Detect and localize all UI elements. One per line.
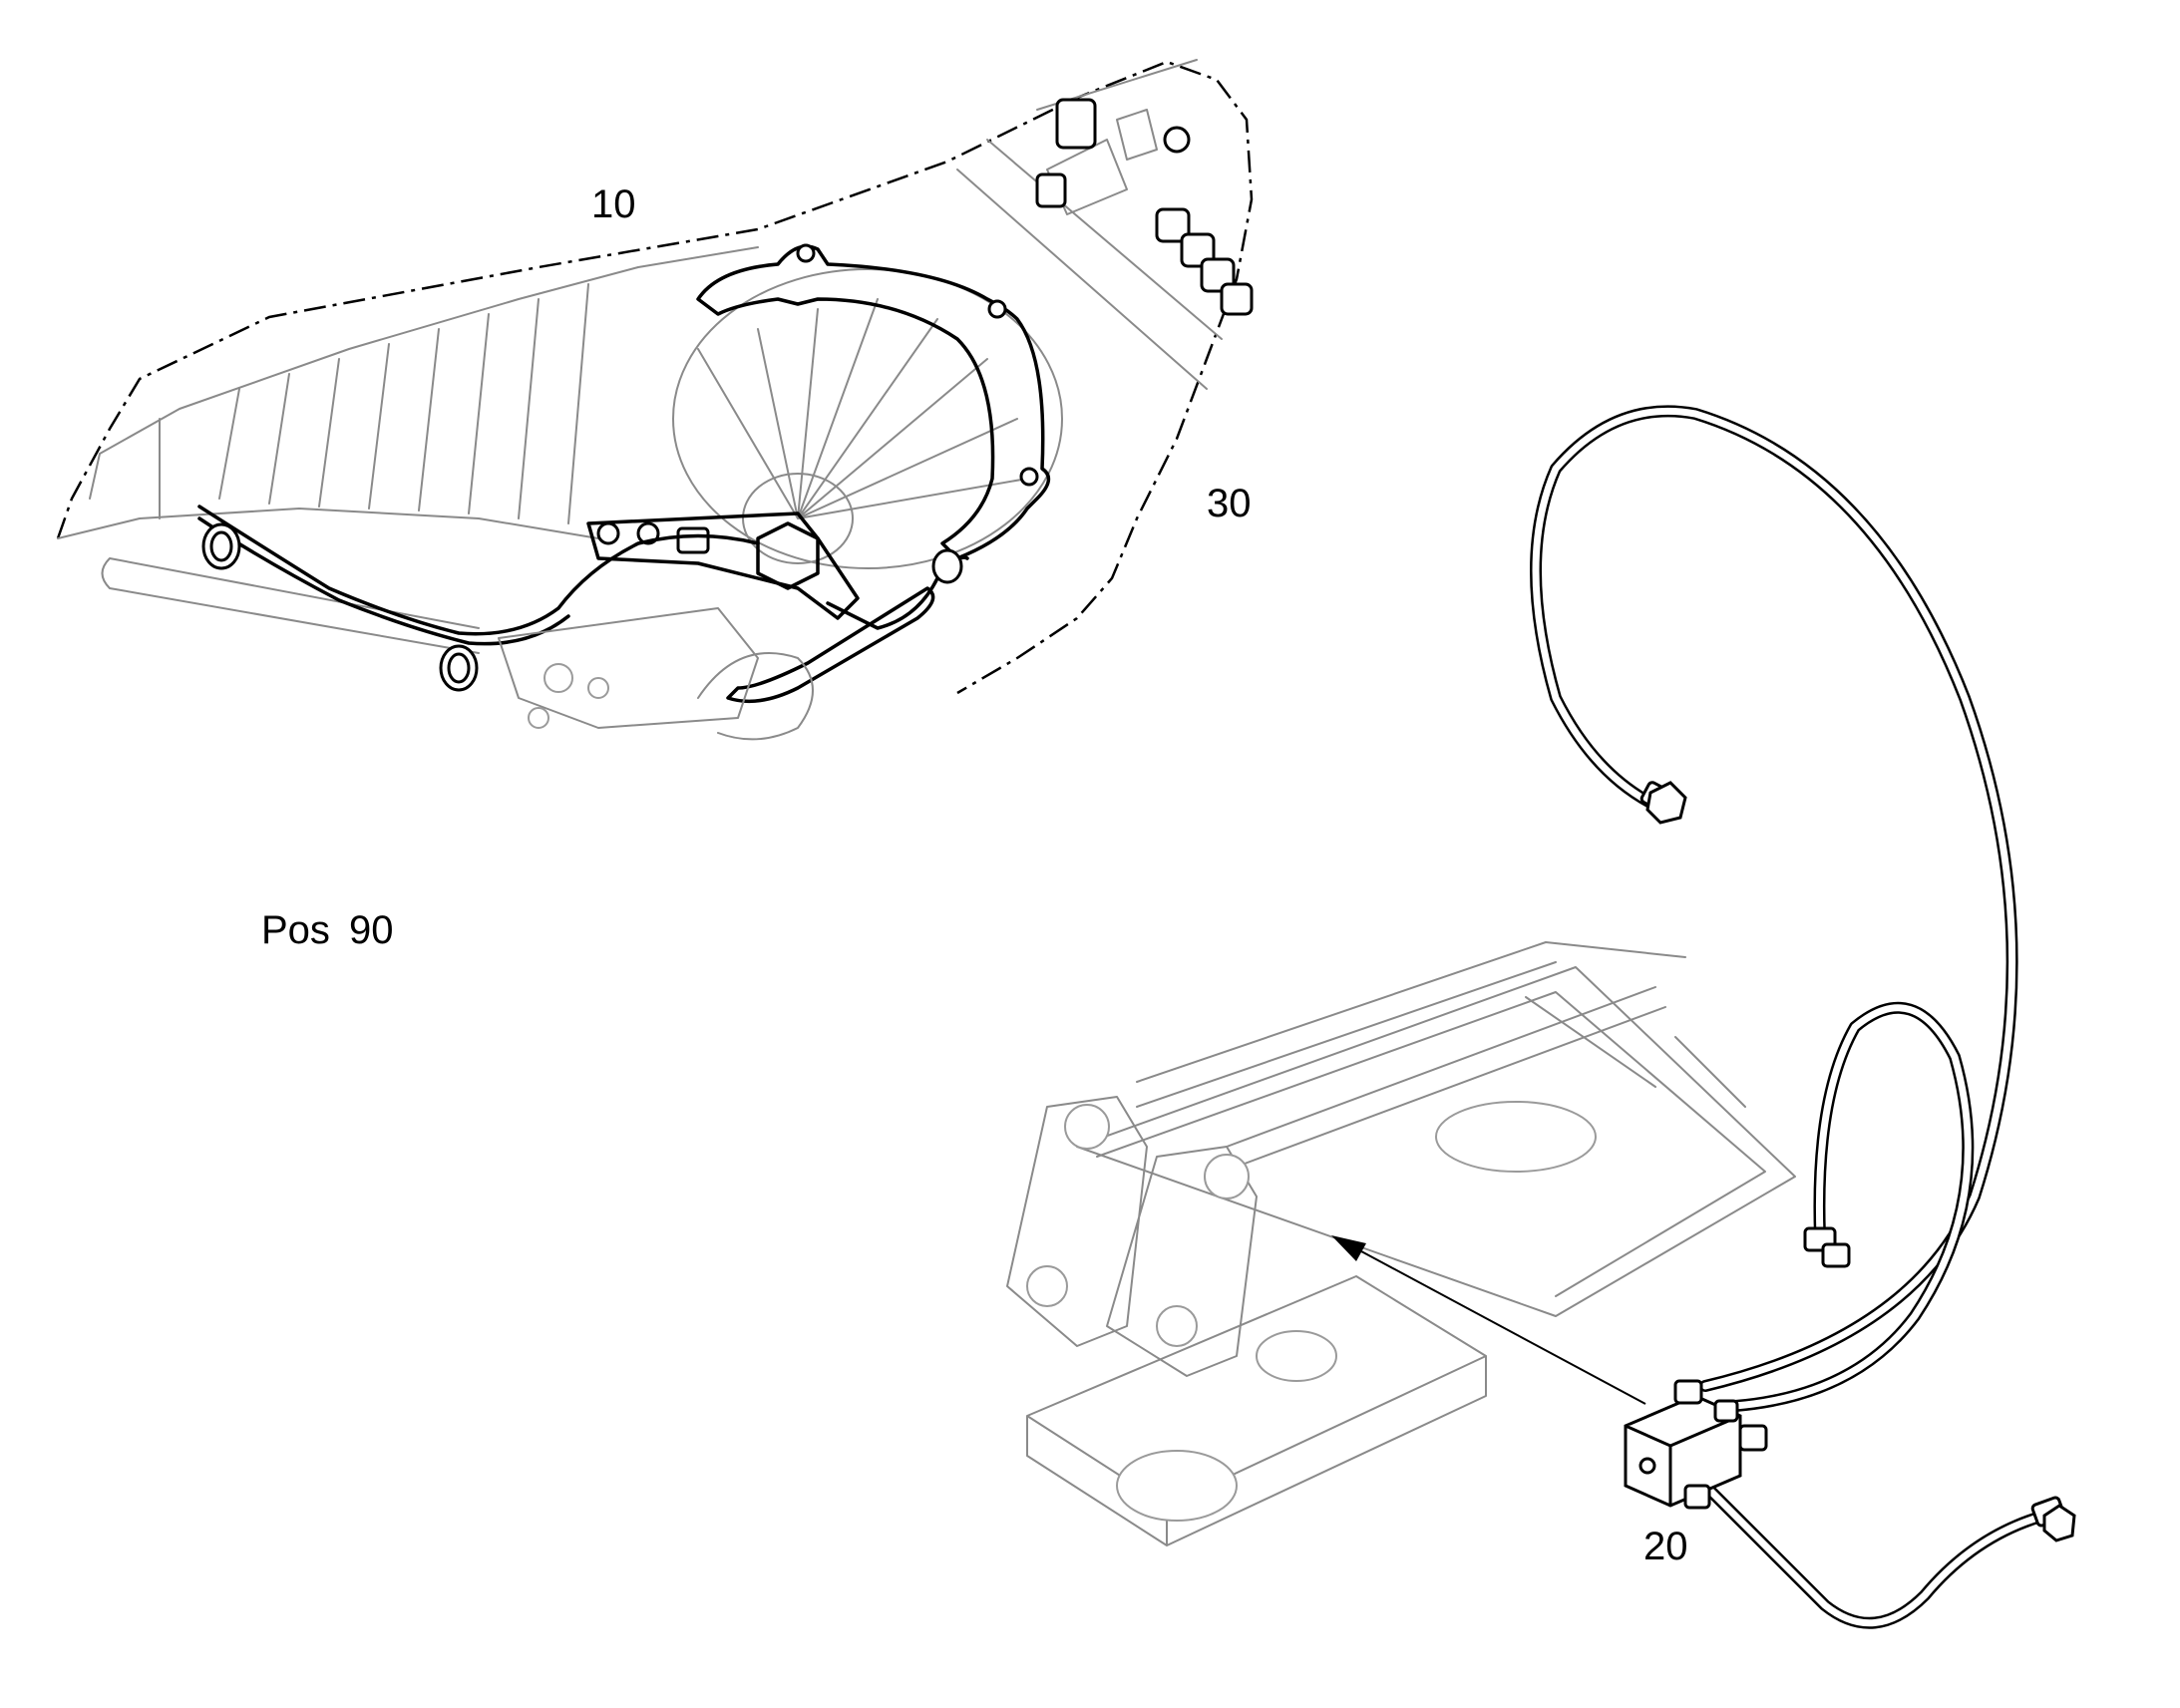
frame-side-plates: [1006, 1096, 1258, 1377]
callout-item-30: 30: [1207, 482, 1252, 525]
hose-end-fitting[interactable]: [2030, 1496, 2076, 1542]
sensor-bracket[interactable]: [586, 512, 860, 620]
fan-outer: [672, 268, 1063, 569]
callout-item-10: 10: [591, 182, 636, 226]
frame-upper-deck: [1076, 966, 1796, 1317]
bracket-plate[interactable]: [696, 244, 1051, 560]
upper-engine-components: [956, 59, 1223, 390]
valve-block[interactable]: [1624, 1379, 1768, 1510]
harness-clamp[interactable]: [439, 644, 479, 692]
valve-stack: [1035, 98, 1254, 316]
callout-position: Pos 90: [261, 908, 394, 952]
hose-end-fitting[interactable]: [1803, 1226, 1851, 1268]
harness-clamp[interactable]: [201, 522, 241, 570]
frame-rails: [1136, 941, 1746, 1168]
machine-frame: [1006, 941, 1796, 1546]
callout-item-20: 20: [1643, 1525, 1688, 1568]
mounting-arrow: [1331, 1235, 1646, 1405]
sensor-hex[interactable]: [756, 521, 820, 590]
hose-assembly[interactable]: [1530, 405, 2076, 1629]
fan-hub: [742, 473, 854, 564]
housing-ribs: [218, 283, 589, 524]
wire-harness[interactable]: [197, 505, 760, 646]
lower-tube: [101, 557, 480, 654]
housing-outline: [57, 246, 759, 539]
frame-lower-deck: [1026, 1275, 1487, 1546]
hose-end-fitting[interactable]: [1639, 781, 1687, 825]
fan-blades: [697, 298, 1028, 519]
detail-view: [56, 59, 1254, 741]
lower-motor-housing: [498, 607, 814, 741]
harness-clamp[interactable]: [931, 548, 963, 584]
